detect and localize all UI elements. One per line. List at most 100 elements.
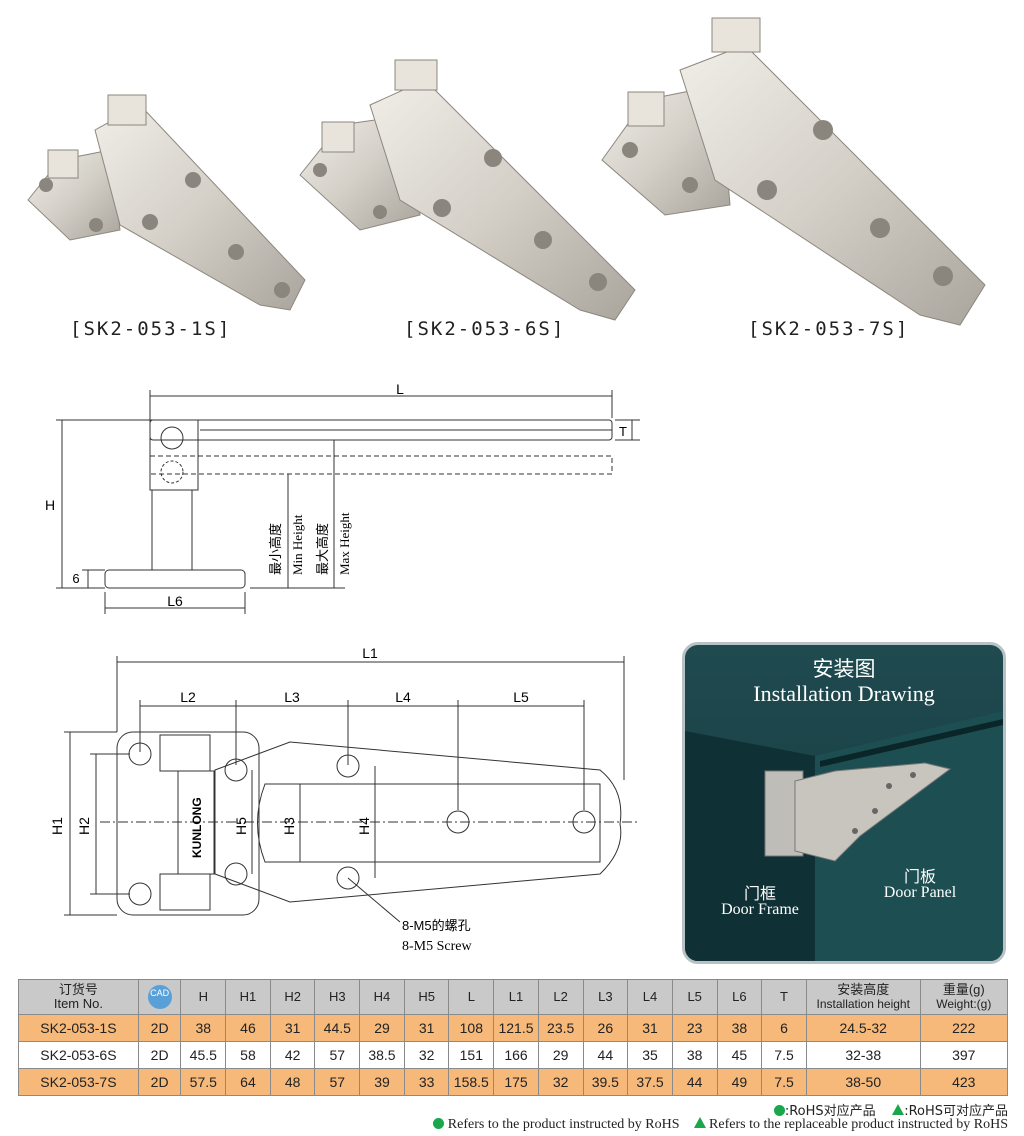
- screw-cn: 8-M5的螺孔: [402, 918, 471, 933]
- cell-value: 31: [403, 1014, 450, 1042]
- cell-value: 31: [627, 1014, 673, 1042]
- cell-cad: 2D: [137, 1014, 182, 1042]
- cell-value: 7.5: [761, 1068, 807, 1096]
- dim-H1: H1: [49, 817, 65, 835]
- cell-value: 39: [359, 1068, 405, 1096]
- header-col: L5: [671, 979, 718, 1015]
- cell-value: 121.5: [493, 1014, 539, 1042]
- cad-icon: CAD: [147, 985, 172, 1009]
- dim-L4: L4: [395, 689, 411, 705]
- install-title-cn: 安装图: [812, 657, 876, 681]
- cell-value: 38: [671, 1041, 718, 1069]
- cell-item: SK2-053-1S: [18, 1014, 139, 1042]
- min-height-cn: 最小高度: [268, 523, 283, 575]
- cell-install-height: 38-50: [805, 1068, 921, 1096]
- dim-H4: H4: [356, 817, 372, 835]
- caption-1s: [SK2-053-1S]: [70, 318, 232, 340]
- header-col: H4: [359, 979, 405, 1015]
- cell-value: 29: [359, 1014, 405, 1042]
- hinge-photo-6s: [299, 59, 636, 321]
- frame-en: Door Frame: [721, 901, 799, 918]
- hinge-photo-1s: [27, 94, 306, 311]
- cell-value: 26: [582, 1014, 629, 1042]
- rohs-triangle-icon: [892, 1104, 905, 1115]
- cell-value: 44.5: [314, 1014, 361, 1042]
- cell-value: 33: [403, 1068, 450, 1096]
- max-height-en: Max Height: [337, 512, 352, 575]
- cell-value: 37.5: [627, 1068, 673, 1096]
- header-col: H2: [269, 979, 316, 1015]
- cell-value: 42: [269, 1041, 316, 1069]
- install-title-en: Installation Drawing: [753, 681, 935, 706]
- hinge-photo-7s: [601, 17, 986, 326]
- cell-value: 44: [671, 1068, 718, 1096]
- cell-value: 166: [493, 1041, 539, 1069]
- header-col: H5: [403, 979, 450, 1015]
- dim-L: L: [396, 381, 404, 397]
- panel-en: Door Panel: [883, 884, 957, 901]
- header-col: T: [761, 979, 807, 1015]
- cell-value: 48: [269, 1068, 316, 1096]
- cell-install-height: 24.5-32: [805, 1014, 921, 1042]
- install-illustration: [685, 711, 1003, 961]
- dim-H5: H5: [233, 817, 249, 835]
- cell-value: 31: [269, 1014, 316, 1042]
- rohs-triangle-icon: [693, 1117, 706, 1128]
- dim-L2: L2: [180, 689, 196, 705]
- cell-cad: 2D: [137, 1068, 182, 1096]
- header-col: L6: [716, 979, 763, 1015]
- cell-value: 38.5: [359, 1041, 405, 1069]
- rohs-dot-icon: [433, 1118, 445, 1129]
- frame-cn: 门框: [743, 884, 776, 903]
- header-col: L: [448, 979, 495, 1015]
- legend-en: Refers to the product instructed by RoHS…: [433, 1117, 1008, 1133]
- cell-value: 45: [716, 1041, 763, 1069]
- cell-weight: 222: [919, 1014, 1009, 1042]
- cell-item: SK2-053-6S: [18, 1041, 139, 1069]
- cell-value: 46: [225, 1014, 271, 1042]
- cell-value: 7.5: [761, 1041, 807, 1069]
- installation-panel: 安装图 Installation Drawing 门框 Door Frame 门…: [682, 642, 1006, 964]
- cell-value: 39.5: [582, 1068, 629, 1096]
- cell-value: 23: [671, 1014, 718, 1042]
- dim-H2: H2: [76, 817, 92, 835]
- header-col: H1: [225, 979, 271, 1015]
- caption-7s: [SK2-053-7S]: [748, 318, 910, 340]
- cell-value: 6: [761, 1014, 807, 1042]
- header-col: L3: [582, 979, 629, 1015]
- cell-value: 58: [225, 1041, 271, 1069]
- cell-value: 32: [537, 1068, 584, 1096]
- dim-H3: H3: [281, 817, 297, 835]
- dim-L3: L3: [284, 689, 300, 705]
- brand-logo: KUNLONG: [190, 797, 204, 858]
- cell-value: 32: [403, 1041, 450, 1069]
- cell-cad: 2D: [137, 1041, 182, 1069]
- header-weight: 重量(g) Weight:(g): [919, 979, 1009, 1015]
- dim-T: T: [619, 424, 627, 439]
- cell-value: 45.5: [180, 1041, 227, 1069]
- dim-H: H: [45, 497, 55, 513]
- cell-value: 29: [537, 1041, 584, 1069]
- header-col: L2: [537, 979, 584, 1015]
- cell-value: 57.5: [180, 1068, 227, 1096]
- header-install-height: 安装高度 Installation height: [805, 979, 921, 1015]
- cell-value: 151: [448, 1041, 495, 1069]
- cell-value: 64: [225, 1068, 271, 1096]
- dim-L5: L5: [513, 689, 529, 705]
- header-item: 订货号 Item No.: [18, 979, 139, 1015]
- cell-value: 23.5: [537, 1014, 584, 1042]
- dim-L6: L6: [167, 593, 183, 609]
- header-col: H: [180, 979, 227, 1015]
- rohs-dot-icon: [773, 1105, 785, 1116]
- cell-value: 38: [716, 1014, 763, 1042]
- caption-6s: [SK2-053-6S]: [404, 318, 566, 340]
- cell-value: 38: [180, 1014, 227, 1042]
- top-view-drawing: L1 L2 L3 L4 L5 H1 H2 H5 H3 H4 KUNLONG 8-…: [49, 645, 640, 954]
- product-photos: [27, 17, 986, 326]
- cell-value: 175: [493, 1068, 539, 1096]
- header-col: L4: [627, 979, 673, 1015]
- cell-install-height: 32-38: [805, 1041, 921, 1069]
- dim-L1: L1: [362, 645, 378, 661]
